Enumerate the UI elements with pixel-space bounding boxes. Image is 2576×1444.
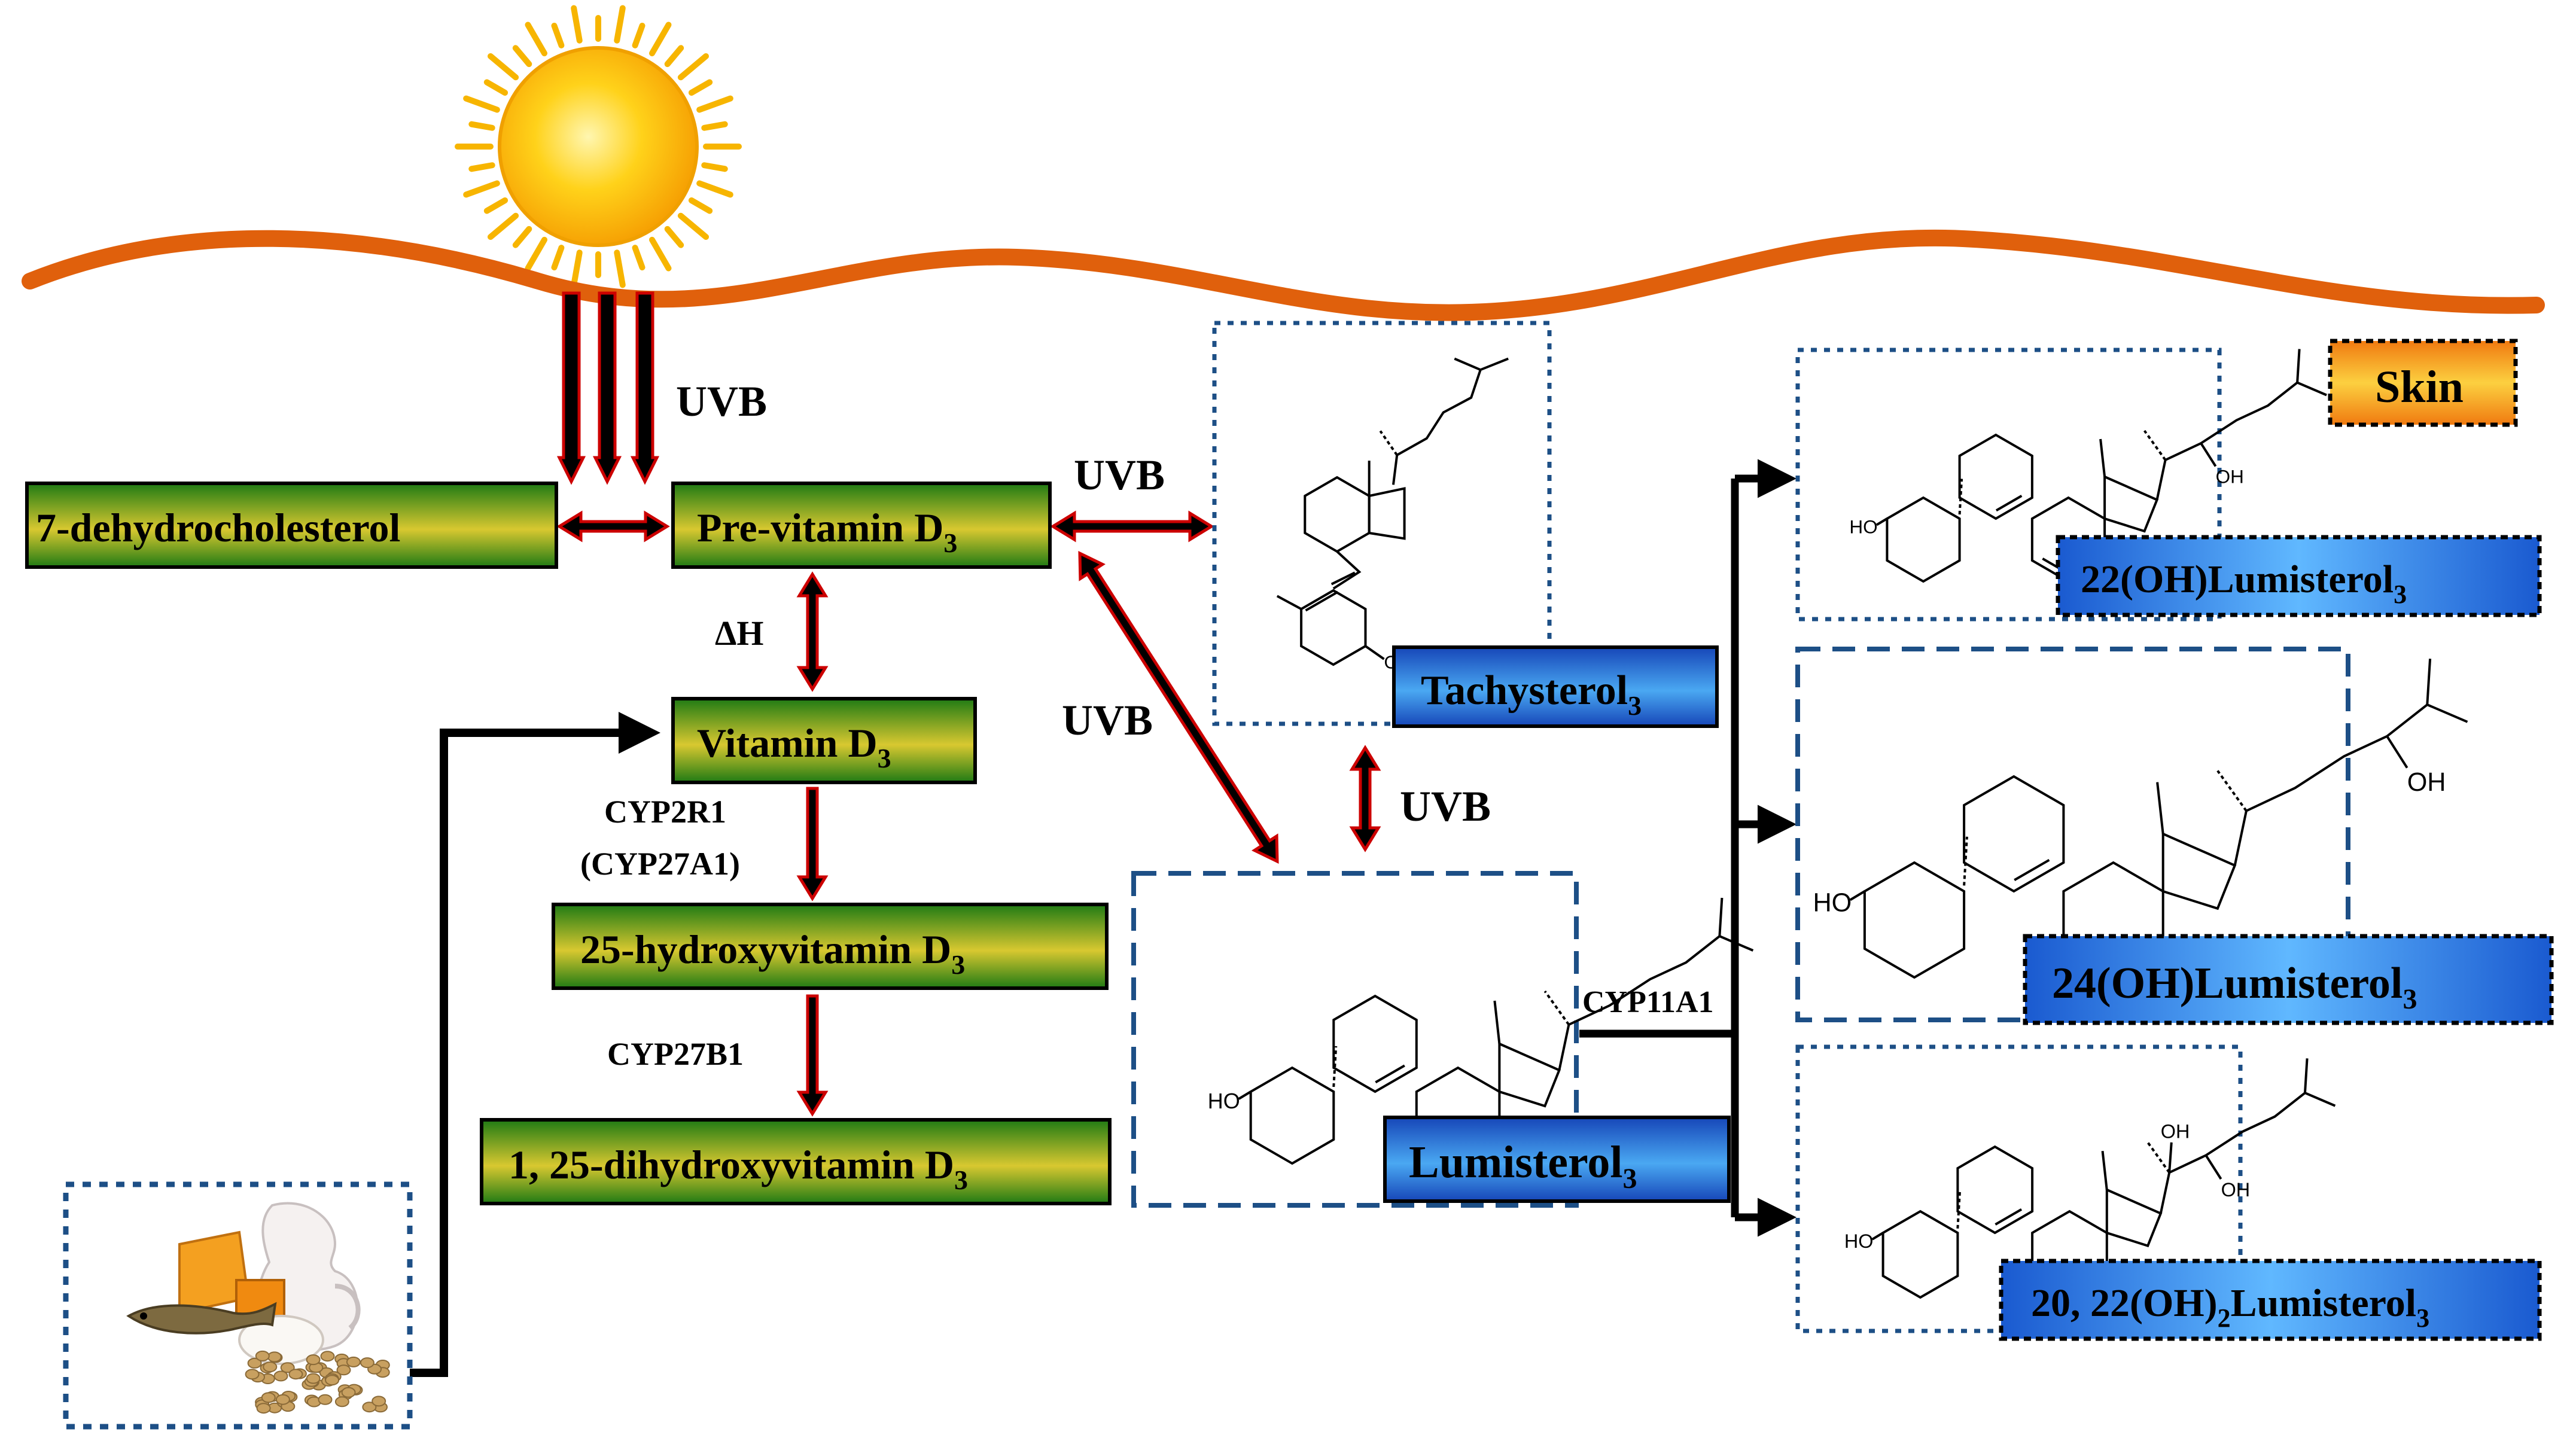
- arrow-previtamin-lumisterol: [1078, 550, 1279, 864]
- svg-text:HO: HO: [1813, 889, 1852, 918]
- arrow-tachysterol-lumisterol: [1349, 745, 1381, 852]
- lumi22-structure: HO OH: [1849, 349, 2327, 583]
- cyp11a1-label: CYP11A1: [1582, 985, 1714, 1019]
- uvb-ray-3: [630, 291, 660, 485]
- lumi22-box[interactable]: 22(OH)Lumisterol3: [2056, 535, 2542, 617]
- tachysterol3-label: Tachysterol3: [1421, 668, 1642, 721]
- cyp11a1-branch: [1579, 459, 1796, 1237]
- lumisterol3-box[interactable]: Lumisterol3: [1383, 1116, 1731, 1203]
- dihydroxyvitamin-d3-box[interactable]: 1, 25-dihydroxyvitamin D3: [480, 1118, 1112, 1205]
- svg-text:HO: HO: [1208, 1089, 1240, 1113]
- previtamin-d3-label: Pre-vitamin D3: [697, 505, 957, 558]
- dihydroxyvitamin-d3-label: 1, 25-dihydroxyvitamin D3: [508, 1142, 968, 1195]
- tachysterol3-box[interactable]: Tachysterol3: [1392, 645, 1719, 728]
- tachysterol-structure: OH: [1276, 357, 1509, 672]
- skin-label: Skin: [2375, 362, 2464, 412]
- hydroxyvitamin-d3-box[interactable]: 25-hydroxyvitamin D3: [552, 903, 1109, 990]
- arrow-previtamin-vitamin: [796, 571, 829, 692]
- dietary-intake-arrow: [410, 712, 660, 1377]
- vitamin-d3-box[interactable]: Vitamin D3: [671, 697, 977, 784]
- hydroxyvitamin-d3-label: 25-hydroxyvitamin D3: [580, 927, 965, 980]
- arrow-previtamin-tachysterol: [1050, 510, 1214, 543]
- svg-text:OH: OH: [2161, 1121, 2190, 1143]
- lumi2022-structure: HO OH OH: [1844, 1058, 2336, 1299]
- cyp2r1-label: CYP2R1: [604, 794, 726, 830]
- dehydrocholesterol-box[interactable]: 7-dehydrocholesterol: [25, 482, 558, 569]
- uvb-ray-2: [592, 291, 622, 485]
- uvb-label-tachy-lumi: UVB: [1400, 782, 1491, 830]
- svg-text:OH: OH: [2221, 1179, 2251, 1201]
- arrow-hydroxy-dihydroxy: [796, 994, 829, 1117]
- delta-h-label: ΔH: [715, 614, 763, 653]
- uvb-label-tachysterol: UVB: [1074, 451, 1165, 499]
- skin-badge: Skin: [2328, 339, 2518, 427]
- arrow-vitamin-hydroxy: [796, 787, 829, 901]
- arrow-dehydro-previtamin: [556, 510, 670, 543]
- svg-text:HO: HO: [1844, 1230, 1874, 1252]
- lumi24-structure: HO OH: [1813, 659, 2468, 979]
- skin-surface-line: [22, 229, 2545, 321]
- cyp27b1-label: CYP27B1: [607, 1036, 744, 1072]
- lumisterol-structure: HO: [1208, 897, 1754, 1165]
- vitamin-d3-label: Vitamin D3: [697, 720, 891, 773]
- red-arrows-group: [556, 291, 1381, 1117]
- lumi2022-box[interactable]: 20, 22(OH)2Lumisterol3: [1999, 1259, 2542, 1341]
- lumisterol3-label: Lumisterol3: [1409, 1137, 1637, 1195]
- lumi22-label: 22(OH)Lumisterol3: [2081, 558, 2407, 609]
- uvb-ray-1: [556, 291, 586, 485]
- svg-text:OH: OH: [2216, 466, 2244, 488]
- uvb-label-incoming: UVB: [676, 377, 767, 425]
- lumi24-box[interactable]: 24(OH)Lumisterol3: [2023, 934, 2554, 1025]
- lumi2022-label: 20, 22(OH)2Lumisterol3: [2031, 1281, 2429, 1333]
- food-sources-frame: [63, 1181, 413, 1430]
- food-sources-icon: [126, 1202, 390, 1414]
- uvb-label-lumisterol: UVB: [1062, 696, 1153, 744]
- previtamin-d3-box[interactable]: Pre-vitamin D3: [671, 482, 1052, 569]
- cyp27a1-label: (CYP27A1): [580, 846, 740, 882]
- lumi22-structure-frame: [1795, 348, 2222, 622]
- lumi24-label: 24(OH)Lumisterol3: [2052, 959, 2417, 1015]
- lumisterol-structure-frame: [1131, 871, 1579, 1208]
- svg-text:HO: HO: [1849, 516, 1877, 538]
- sun-icon: [455, 5, 742, 288]
- svg-text:OH: OH: [2407, 768, 2446, 797]
- dehydrocholesterol-label: 7-dehydrocholesterol: [36, 505, 400, 550]
